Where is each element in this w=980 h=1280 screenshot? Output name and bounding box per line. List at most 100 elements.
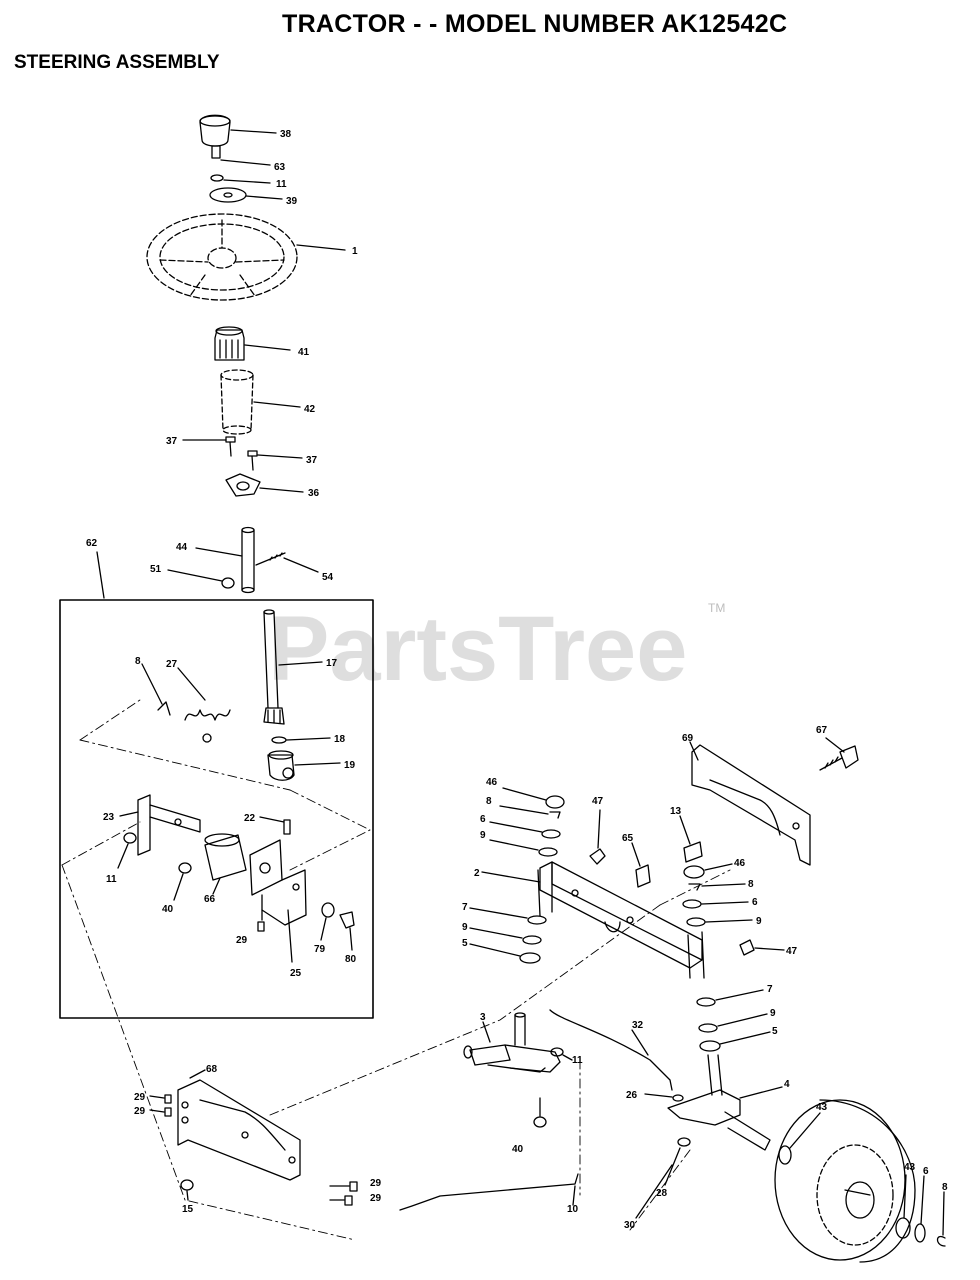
callout-19: 19 [344, 760, 356, 771]
callout-8-lower: 8 [942, 1182, 948, 1193]
part-9-washer-right [686, 917, 753, 927]
part-29-screws-bracket [149, 1094, 358, 1206]
callout-9-lower-right: 9 [770, 1008, 776, 1019]
callout-5-right: 5 [772, 1026, 778, 1037]
callout-18: 18 [334, 734, 346, 745]
part-47-bolt-right [739, 939, 785, 956]
callout-43-upper: 43 [816, 1102, 828, 1113]
callout-2: 2 [474, 868, 480, 879]
callout-40-lower: 40 [512, 1144, 524, 1155]
callout-8-left: 8 [486, 796, 492, 807]
callout-36: 36 [308, 488, 320, 499]
part-11-nut-left [117, 832, 137, 869]
part-13-bushing [679, 815, 703, 863]
part-6-washer-left [489, 821, 561, 839]
part-68-frame-bracket [177, 1069, 301, 1181]
part-9-washer-lower-left [469, 927, 542, 945]
part-47-bushing-top [589, 809, 606, 865]
part-38-cap [199, 114, 277, 147]
part-63-bolt [211, 145, 271, 166]
callout-6-lower: 6 [923, 1166, 929, 1177]
callout-7-right: 7 [767, 984, 773, 995]
callout-23: 23 [103, 812, 115, 823]
part-19-bearing [267, 750, 341, 781]
part-67-bolt [819, 737, 859, 771]
callout-46-right: 46 [734, 858, 746, 869]
callout-labels: 38 63 11 39 1 41 42 37 37 36 62 44 51 54… [86, 129, 948, 1231]
part-25-bracket [249, 839, 307, 963]
callout-29-c: 29 [134, 1106, 146, 1117]
part-54-bolt [255, 552, 319, 573]
callout-54: 54 [322, 572, 334, 583]
part-80-bolt [339, 911, 355, 951]
part-46-cap-right [683, 863, 733, 879]
callout-38: 38 [280, 129, 292, 140]
callout-65: 65 [622, 833, 634, 844]
callout-5-left: 5 [462, 938, 468, 949]
part-5-washer-right [699, 1031, 771, 1052]
subassembly-62-frame [59, 599, 374, 1019]
callout-6-right: 6 [752, 897, 758, 908]
part-11-lockwasher [210, 174, 271, 184]
part-10-tie-rod [399, 1173, 579, 1211]
part-3-spindle-left [463, 1012, 561, 1073]
callout-30: 30 [624, 1220, 636, 1231]
callout-25: 25 [290, 968, 302, 979]
callout-26: 26 [626, 1090, 638, 1101]
part-15-nut [180, 1179, 194, 1201]
callout-69: 69 [682, 733, 694, 744]
callout-68: 68 [206, 1064, 218, 1075]
callout-8-right: 8 [748, 879, 754, 890]
callout-9-left: 9 [480, 830, 486, 841]
callout-63: 63 [274, 162, 286, 173]
callout-9-lower-left: 9 [462, 922, 468, 933]
part-43-washer-lower [895, 1174, 911, 1239]
part-5-washer-left [469, 943, 541, 964]
callout-47-top: 47 [592, 796, 604, 807]
callout-3: 3 [480, 1012, 486, 1023]
part-32-drag-link [549, 1009, 673, 1091]
part-6-washer-right [682, 899, 749, 909]
callout-79: 79 [314, 944, 326, 955]
watermark-text: PartsTree [268, 598, 687, 700]
part-18-washer [271, 736, 331, 744]
part-23-pivot-bar [119, 794, 201, 856]
phantom-lines [61, 699, 731, 1241]
callout-13: 13 [670, 806, 682, 817]
callout-37-left: 37 [166, 436, 178, 447]
part-37-screws [182, 436, 303, 471]
callout-67: 67 [816, 725, 828, 736]
part-8-clip-right [688, 883, 746, 891]
part-8-clip-lower [936, 1191, 946, 1247]
callout-29-b: 29 [134, 1092, 146, 1103]
callout-44: 44 [176, 542, 188, 553]
part-44-steering-shaft [195, 526, 255, 594]
callout-22: 22 [244, 813, 256, 824]
part-43-washer-upper [778, 1112, 821, 1165]
part-26-nut [644, 1093, 684, 1102]
part-9-washer-left [489, 839, 558, 857]
part-39-washer [209, 187, 283, 203]
part-42-bushing [220, 369, 254, 435]
callout-32: 32 [632, 1020, 644, 1031]
callout-11-spindle: 11 [572, 1055, 583, 1066]
callout-8-sub: 8 [135, 656, 141, 667]
part-2-front-axle [481, 861, 705, 979]
part-22-bolt [259, 816, 291, 835]
part-40-nut-left [173, 862, 192, 901]
part-46-cap-left [502, 787, 565, 809]
callout-29-d: 29 [370, 1178, 382, 1189]
callout-39: 39 [286, 196, 298, 207]
part-7-washer-left [469, 907, 547, 925]
callout-51: 51 [150, 564, 162, 575]
part-8-clip [141, 663, 171, 716]
part-27-spring [177, 667, 231, 743]
part-51-nut [167, 569, 235, 589]
part-69-side-bracket [689, 741, 811, 866]
callout-80: 80 [345, 954, 357, 965]
callout-4: 4 [784, 1079, 790, 1090]
callout-9-right: 9 [756, 916, 762, 927]
callout-42: 42 [304, 404, 316, 415]
callout-29-e: 29 [370, 1193, 382, 1204]
